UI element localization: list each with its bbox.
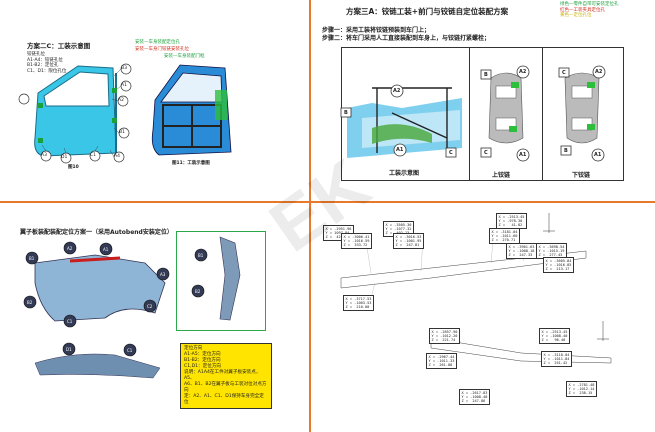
pin-lower-a1: A1 — [594, 152, 602, 158]
top-right-pins — [340, 65, 606, 162]
pin-upper-b: B — [484, 72, 488, 78]
caption-upper: 上铰链 — [492, 172, 511, 179]
panel-title: 翼子板装配装配定位方案一（采用Autobend安装定位） — [20, 229, 173, 236]
coordinate-box: X = -2513.45 Y = -1008.40 Z = 96.40 — [539, 328, 570, 345]
body-assembly-diagram — [347, 87, 462, 158]
horizontal-divider — [0, 201, 655, 203]
side-view-diagram — [219, 236, 241, 321]
pin-upper-a2: A2 — [519, 69, 527, 75]
caption-main: 工装示意图 — [389, 170, 420, 177]
coordinate-box: X = -3961.63 Y = -1008.18 Z = 247.33 — [506, 243, 537, 260]
lower-hinge-diagram — [564, 72, 600, 144]
fender-pin-b2: B2 — [27, 300, 33, 305]
panel-top-right: 方案三A：铰链工装+前门与铰链自定位装配方案 绿色—零件自带可安装定位孔 红色—… — [311, 0, 655, 201]
vertical-divider — [309, 0, 311, 432]
bottom-view-diagram — [35, 353, 161, 379]
pin-main-b: B — [344, 110, 348, 116]
note-green-1: 安装—车身装配定位孔 — [135, 40, 180, 45]
pin-main-a2: A2 — [393, 88, 401, 94]
step-2: 步骤二：将车门采用人工直接装配到车身上，与铰链打紧螺栓； — [322, 35, 491, 42]
side-pin-b1: B1 — [198, 253, 204, 258]
pin-c1: C1 — [90, 153, 97, 158]
pin-b1: B1 — [119, 130, 125, 135]
coordinate-box: X = -2857.90 Y = -1012.20 Z = 221.74 — [429, 328, 460, 345]
panel-title: 方案二C：工装示意图 — [27, 42, 91, 50]
caption-left: 图10 — [68, 165, 79, 170]
bottom-pin-d1: D1 — [66, 347, 72, 352]
note-green-2: 安装—车身装配门框 — [164, 54, 205, 59]
pin-a3: A3 — [41, 153, 47, 158]
panel-bottom-right: X = -2951.96 Y = 1097.84 Z = 421.71X = -… — [311, 203, 655, 432]
top-right-legend: 绿色—零件自带可安装定位孔 红色—工装夹具定位孔 黄色—定位孔位 — [560, 2, 619, 18]
step-1: 步骤一：采用工装将铰链预装到车门上； — [322, 27, 431, 34]
caption-right: 图11：工装示意图 — [172, 161, 210, 166]
fender-pin-a3: A3 — [160, 272, 166, 277]
panel-bottom-left: 翼子板装配装配定位方案一（采用Autobend安装定位） A2 A1 B1 A3… — [0, 203, 309, 432]
legend: 铰链孔位 A1-A4：铰链孔位 B1-B2：定位孔 C1、D1：限位孔位 — [27, 52, 67, 74]
coordinate-box: X = -2513.45 Y = -978.30 Z = 41.82 — [496, 213, 527, 230]
coordinate-box: X = -2781.48 Y = -1012.14 Z = 238.15 — [566, 381, 597, 398]
coordinate-box: X = -3181.04 Y = -1011.60 Z = 270.71 — [489, 228, 520, 245]
pin-lower-c: C — [562, 70, 566, 76]
coordinate-box: X = -2617.83 Y = -1008.48 Z = 247.86 — [459, 389, 490, 406]
note-box: 定位方向 A1-A5：定位方向 B1-B2：定位方向 C1,D1：定位方向 说明… — [180, 343, 272, 409]
door-fixture-diagram — [151, 64, 232, 156]
panel-title: 方案三A：铰链工装+前门与铰链自定位装配方案 — [346, 7, 509, 16]
bottom-pin-c1: C1 — [127, 348, 133, 353]
coordinate-box: X = -2967.44 Y = -1011.33 Z = 261.88 — [426, 353, 457, 370]
pins-left — [18, 63, 132, 164]
frame-lower — [542, 47, 624, 181]
coordinate-box: X = -3717.53 Y = -1003.53 Z = 210.00 — [343, 295, 374, 312]
pin-lower-b: B — [564, 148, 568, 154]
pin-a2: A2 — [118, 98, 124, 103]
coordinate-box: X = -3006.41 Y = -1016.59 Z = 333.72 — [341, 233, 372, 250]
coordinate-box: X = -3110.04 Y = -1011.84 Z = 251.42 — [541, 351, 572, 368]
side-pin-b2: B2 — [195, 289, 201, 294]
fender-pin-c1: C1 — [67, 319, 73, 324]
pin-lower-a2: A2 — [595, 69, 603, 75]
side-view-frame — [176, 231, 266, 331]
fender-pins — [23, 241, 170, 328]
upper-hinge-diagram — [488, 72, 524, 144]
pin-main-a1: A1 — [396, 147, 404, 153]
fender-pin-b1: B1 — [29, 256, 35, 261]
bottom-view-pins — [62, 342, 137, 357]
pin-upper-a1: A1 — [519, 152, 527, 158]
coordinate-box: X = -3605.84 Y = -1016.85 Z = 213.17 — [543, 257, 574, 274]
pin-a1: A1 — [121, 83, 127, 88]
coordinate-box: X = -3016.53 Y = -1001.95 Z = 247.81 — [393, 233, 424, 250]
caption-lower: 下铰链 — [572, 172, 591, 179]
fender-diagram — [34, 254, 166, 322]
pin-d1: D1 — [61, 155, 68, 160]
fender-pin-a1: A1 — [103, 247, 109, 252]
pin-a4: A4 — [114, 154, 120, 159]
note-red: 安装—车身门铰链安装孔位 — [135, 47, 189, 52]
side-view-pins — [191, 248, 208, 298]
pin-upper-c: C — [484, 150, 488, 156]
door-diagram-left — [34, 65, 117, 157]
panel-top-left: 方案二C：工装示意图 铰链孔位 A1-A4：铰链孔位 B1-B2：定位孔 C1、… — [0, 0, 309, 201]
pin-b3: B3 — [121, 66, 127, 71]
fender-pin-a2: A2 — [67, 246, 73, 251]
fender-pin-c2: C2 — [147, 304, 153, 309]
pin-main-c: C — [449, 150, 453, 156]
